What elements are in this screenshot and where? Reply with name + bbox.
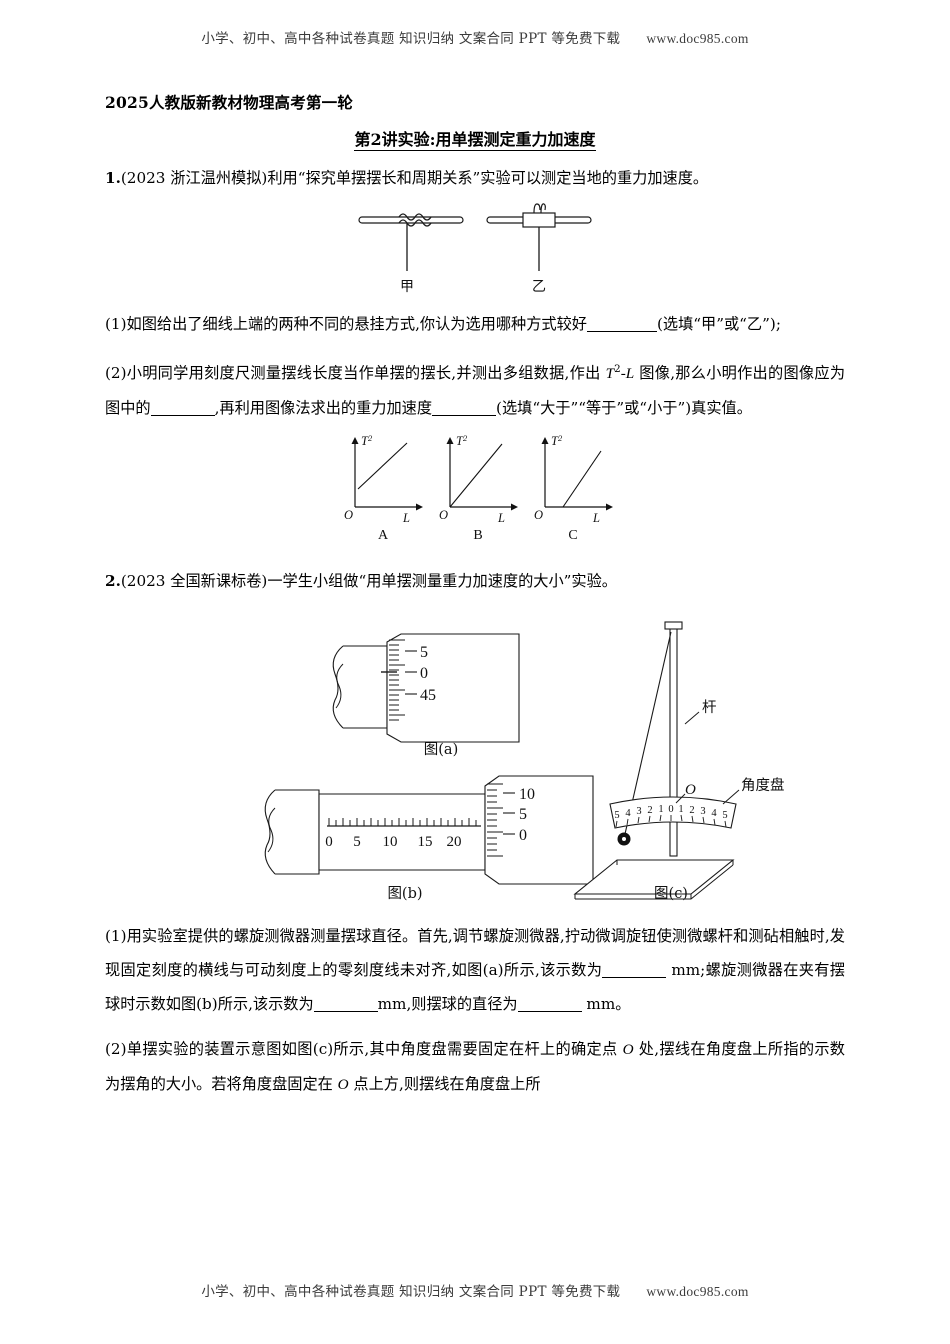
document-title: 2025人教版新教材物理高考第一轮 [105, 93, 354, 112]
graph-a-x-label: L [402, 511, 410, 525]
figure-a-tick-45: 45 [420, 687, 436, 704]
question-2-number: 2. [105, 572, 121, 591]
running-header-url: www.doc985.com [646, 31, 749, 46]
svg-text:0: 0 [668, 804, 673, 815]
graph-b-y-label: T2 [456, 433, 468, 448]
figure-label-jia: 甲 [400, 279, 414, 295]
question-2-part2-a: (2)单摆实验的装置示意图如图(c)所示,其中角度盘需要固定在杆上的确定点 [105, 1040, 623, 1059]
answer-blank[interactable] [313, 1011, 378, 1013]
question-2-part1-unit2: mm,则摆球的直径为 [377, 995, 518, 1014]
figure-label-yi: 乙 [532, 279, 546, 295]
figure-b-sleeve-15: 15 [418, 834, 433, 850]
question-1-part1-b: (选填“甲”或“乙”); [656, 315, 781, 333]
figure-c-point-label: O [685, 782, 696, 798]
figure-b-caption: 图(b) [387, 886, 422, 902]
figure-b-thimble-10: 10 [519, 786, 535, 803]
running-header: 小学、初中、高中各种试卷真题 知识归纳 文案合同 PPT 等免费下载 www.do… [105, 0, 845, 47]
graph-label-c: C [568, 528, 577, 542]
question-2-part2: (2)单摆实验的装置示意图如图(c)所示,其中角度盘需要固定在杆上的确定点 O … [105, 1032, 845, 1102]
symbol-T-exponent: 2 [614, 363, 621, 375]
svg-text:4: 4 [711, 808, 717, 819]
graph-b-x-label: L [497, 511, 505, 525]
figure-suspension-svg: 甲 乙 [358, 203, 592, 295]
graph-label-a: A [378, 528, 389, 542]
figure-b-sleeve-10: 10 [383, 834, 398, 850]
svg-text:5: 5 [614, 810, 619, 821]
figure-c-disk-scale: 5 4 3 2 1 0 1 2 3 4 5 [614, 804, 727, 821]
question-2-part2-b: 处,摆线在角度盘上所指的示数为摆角的大小。若将角度盘固定在 [105, 1040, 845, 1094]
figure-b-sleeve-0: 0 [325, 834, 333, 850]
figure-a-caption: 图(a) [424, 742, 458, 758]
svg-text:5: 5 [722, 810, 727, 821]
figure-a-group [332, 633, 520, 743]
question-1-stem-text: (2023 浙江温州模拟)利用“探究单摆摆长和周期关系”实验可以测定当地的重力加… [120, 169, 709, 187]
graph-b-origin: O [439, 508, 448, 522]
figure-b-thimble-0: 0 [519, 827, 527, 844]
figure-b-sleeve-5: 5 [353, 834, 361, 850]
symbol-O: O [337, 1076, 349, 1094]
question-1-part2-b: 图像,那么小明作出的图像应为图中的 [105, 364, 846, 418]
graph-c-y-label: T2 [551, 433, 563, 448]
graph-c-origin: O [534, 508, 543, 522]
figure-c-group [573, 621, 740, 900]
figure-graphs-svg: T2 O L T2 O L T2 O L A B C [344, 433, 613, 542]
answer-blank[interactable] [432, 415, 497, 417]
figure-suspension-methods: 甲 乙 [105, 201, 845, 296]
question-2-part1-unit1: mm;螺旋测微器在夹有摆球时示数如图(b)所示,该示数为 [105, 961, 845, 1014]
question-2-part1-end: mm。 [581, 995, 631, 1014]
figure-micrometer-and-stand: 5 0 45 图(a) 0 5 10 15 20 10 5 0 图(b) 杆 O [105, 608, 845, 908]
figure-a-tick-0: 0 [420, 665, 428, 682]
svg-text:2: 2 [647, 805, 652, 816]
figure-b-group [264, 775, 594, 885]
question-2-part1: (1)用实验室提供的螺旋测微器测量摆球直径。首先,调节螺旋测微器,拧动微调旋钮使… [105, 919, 845, 1021]
question-2-part2-c: 点上方,则摆线在角度盘上所 [348, 1075, 541, 1094]
figure-b-thimble-5: 5 [519, 806, 527, 823]
figure-b-sleeve-20: 20 [447, 834, 462, 850]
question-1-part2-d: (选填“大于”“等于”或“小于”)真实值。 [496, 399, 752, 418]
question-1-part1: (1)如图给出了细线上端的两种不同的悬挂方式,你认为选用哪种方式较好 (选填“甲”… [105, 307, 845, 341]
symbol-L: -L [620, 365, 635, 383]
graph-a-y-label: T2 [361, 433, 373, 448]
question-1-stem: 1.(2023 浙江温州模拟)利用“探究单摆摆长和周期关系”实验可以测定当地的重… [105, 161, 845, 195]
question-2-stem: 2.(2023 全国新课标卷)一学生小组做“用单摆测量重力加速度的大小”实验。 [105, 564, 845, 598]
lesson-title-text: 第2讲实验:用单摆测定重力加速度 [354, 130, 596, 151]
svg-text:1: 1 [658, 804, 663, 815]
running-footer-url: www.doc985.com [646, 1284, 749, 1299]
question-1-part1-a: (1)如图给出了细线上端的两种不同的悬挂方式,你认为选用哪种方式较好 [105, 315, 587, 333]
lesson-title: 第2讲实验:用单摆测定重力加速度 [105, 126, 845, 151]
answer-blank[interactable] [150, 415, 215, 417]
symbol-T: T [605, 365, 615, 383]
figure-a-tick-5: 5 [420, 644, 428, 661]
svg-text:2: 2 [689, 805, 694, 816]
graph-label-b: B [473, 528, 482, 542]
running-footer: 小学、初中、高中各种试卷真题 知识归纳 文案合同 PPT 等免费下载 www.do… [0, 1280, 950, 1300]
figure-t2-l-graphs: T2 O L T2 O L T2 O L A B C [105, 427, 845, 542]
question-1-part2-c: ,再利用图像法求出的重力加速度 [214, 399, 433, 418]
question-2-stem-text: (2023 全国新课标卷)一学生小组做“用单摆测量重力加速度的大小”实验。 [120, 572, 617, 591]
svg-text:4: 4 [625, 808, 631, 819]
figure-c-rod-label: 杆 [702, 699, 717, 716]
svg-text:3: 3 [700, 806, 705, 817]
running-header-text: 小学、初中、高中各种试卷真题 知识归纳 文案合同 PPT 等免费下载 [201, 31, 621, 47]
figure-c-disk-label: 角度盘 [741, 776, 785, 794]
figure-c-caption: 图(c) [654, 886, 688, 902]
svg-text:1: 1 [678, 804, 683, 815]
question-1-number: 1. [105, 169, 121, 187]
question-1-part2-a: (2)小明同学用刻度尺测量摆线长度当作单摆的摆长,并测出多组数据,作出 [105, 364, 606, 383]
answer-blank[interactable] [602, 977, 667, 979]
graph-a-origin: O [344, 508, 353, 522]
question-1-part2: (2)小明同学用刻度尺测量摆线长度当作单摆的摆长,并测出多组数据,作出 T2-L… [105, 352, 845, 425]
figure-2-svg: 5 0 45 图(a) 0 5 10 15 20 10 5 0 图(b) 杆 O [264, 621, 785, 902]
answer-blank[interactable] [586, 331, 657, 332]
svg-text:3: 3 [636, 806, 641, 817]
symbol-O: O [622, 1041, 634, 1059]
running-footer-text: 小学、初中、高中各种试卷真题 知识归纳 文案合同 PPT 等免费下载 [201, 1284, 621, 1300]
graph-c-x-label: L [592, 511, 600, 525]
answer-blank[interactable] [517, 1011, 582, 1013]
question-2-part1-a: (1)用实验室提供的螺旋测微器测量摆球直径。首先,调节螺旋测微器,拧动微调旋钮使… [105, 927, 845, 980]
